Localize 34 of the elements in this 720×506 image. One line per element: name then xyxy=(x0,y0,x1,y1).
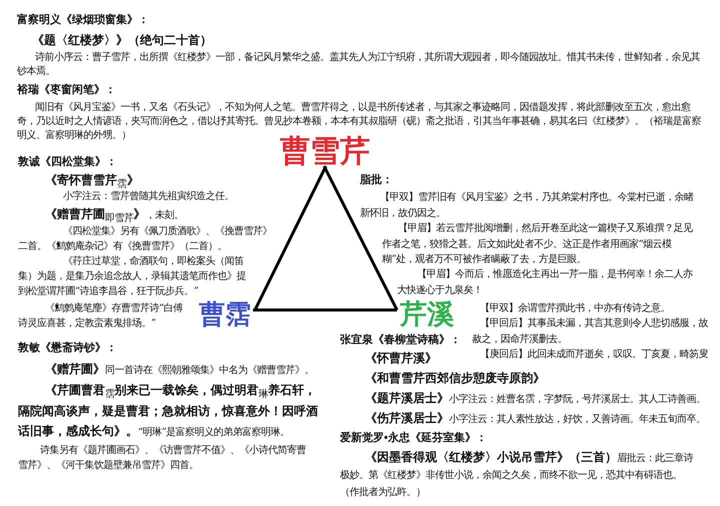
text-paragraph: 《赠曹芹圃$_{即雪芹}$》，未刻。 xyxy=(45,206,184,225)
source-heading: 富察明义《绿烟琐窗集》： xyxy=(17,12,149,28)
text-paragraph: 诗集另有《题芹圃画石》、《访曹雪芹不值》、《小诗代简寄曹雪芹》、《河干集饮题壁兼吊雪芹》四首。 xyxy=(18,444,307,473)
text-paragraph: 《题芹溪居士》小字注云：姓曹名霑，字梦阮，号芹溪居士。其人工诗善画。 xyxy=(365,390,706,407)
text-paragraph: 【甲双】雪芹旧有《风月宝鉴》之书，乃其弟棠村序也。今棠村已逝，余睹新怀旧，故仍因之。 xyxy=(360,190,694,220)
poem-title: 《寄怀曹雪芹$_{霑}$》 xyxy=(45,172,139,189)
text-paragraph: 小字注云：雪芹曾随其先祖寅织造之任。 xyxy=(63,190,234,204)
connector-line xyxy=(322,166,398,311)
text-paragraph: 【甲眉】若云雪芹批阅增删，然后开卷至此这一篇楔子又系谁撰？足见作者之笔，狡猾之甚。后文如此处者不少。这正是作者用画家“烟云模糊”处，观者万不可被作者瞒蔽了去，方是巨眼。 xyxy=(382,222,694,267)
text-paragraph: 《伤芹溪居士》小字注云：其人素性放达，好饮，又善诗画。年未五旬而卒。 xyxy=(365,410,706,427)
source-heading: 脂批： xyxy=(360,172,393,188)
poem-title: 《题〈红楼梦〉》（绝句二十首） xyxy=(32,32,212,49)
poem-title: 《怀曹芹溪》 xyxy=(365,350,437,367)
source-heading: 敦敏《懋斋诗钞》： xyxy=(18,340,117,356)
poem-title: 《和曹雪芹西郊信步憩废寺原韵》 xyxy=(365,370,545,387)
vertex-label: 芹溪 xyxy=(397,300,457,328)
text-paragraph: 【甲回后】其事虽未漏，其言其意则令人悲切感服，故赦之，因命芹溪删去。 xyxy=(472,316,709,346)
text-paragraph: 《荇庄过草堂，命酒联句，即检案头（闻笛集）为题，是集乃余追念故人，录辑其遗笔而作也》提到松堂谓芹圃“诗追李昌谷，狂于阮步兵。” xyxy=(18,254,247,299)
text-paragraph: 《芹圃曹君$_{霑}$别来已一载馀矣，偶过明君$_{琳}$养石轩，隔院闻高谈声，疑是曹君；急就相访，惊喜意外！因呼酒话旧事，感成长句》。“明琳”是富察明义的弟弟富察明琳。 xyxy=(18,382,319,440)
source-heading: 爱新觉罗•永忠《延芬室集》： xyxy=(340,430,487,446)
connector-line xyxy=(253,308,397,312)
text-paragraph: 《赠芹圃》同一首诗在《熙朝雅颂集》中名为《赠曹雪芹》。 xyxy=(45,361,314,378)
text-paragraph: 【甲双】余谓雪芹撰此书，中亦有传诗之意。 xyxy=(480,302,670,316)
source-heading: 敦诚《四松堂集》： xyxy=(18,154,117,170)
text-paragraph: 《鹪鹩庵笔麈》存曹雪芹诗“白傅诗灵应喜甚，定教蛮素鬼排场。” xyxy=(18,302,184,331)
text-paragraph: 【甲眉】今而后，惟愿造化主再出一芹一脂，是书何幸！余二人亦大快遂心于九泉矣！ xyxy=(397,268,694,298)
vertex-label: 曹霑 xyxy=(195,300,255,328)
source-heading: 裕瑞《枣窗闲笔》： xyxy=(17,82,116,98)
text-paragraph: 诗前小序云：曹子雪芹，出所撰《红楼梦》一部，备记风月繁华之盛。盖其先人为江宁织府，其所谓大观园者，即今随园故址。惜其书未传，世鲜知者，余见其钞本焉。 xyxy=(17,51,701,79)
connector-line xyxy=(254,166,328,311)
source-heading: 张宜泉《春柳堂诗稿》： xyxy=(340,332,461,348)
text-paragraph: 【庚回后】此回未成而芹逝矣，叹叹。丁亥夏，畸笏叟 xyxy=(480,348,708,362)
text-paragraph: 《四松堂集》另有《佩刀质酒歌》、《挽曹雪芹》二首。《鹪鹩庵杂记》有《挽曹雪芹》（二首）。 xyxy=(18,224,273,254)
text-paragraph: 《因墨香得观〈红楼梦〉小说吊雪芹》（三首）眉批云：此三章诗极妙。第《红楼梦》非传世小说，余闻之久矣，而终不欲一见，恐其中有碍语也。（作批者为弘旿。） xyxy=(340,449,694,500)
